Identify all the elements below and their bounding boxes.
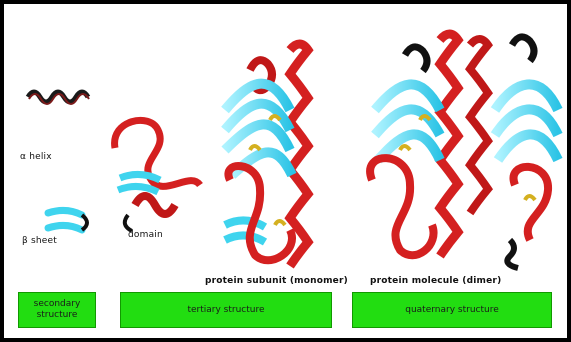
protein-subunit-label: protein subunit (monomer) [205,276,348,286]
beta-sheet-label: β sheet [22,236,57,246]
secondary-structure-line2: structure [34,310,81,321]
tertiary-structure-box: tertiary structure [120,292,332,328]
domain-illustration [115,120,200,231]
quaternary-structure-label: quaternary structure [405,305,499,316]
secondary-structure-line1: secondary [34,299,81,310]
domain-label: domain [128,230,163,240]
beta-sheet-illustration [48,210,87,230]
tertiary-structure-label: tertiary structure [187,305,264,316]
secondary-structure-box: secondary structure [18,292,96,328]
quaternary-structure-box: quaternary structure [352,292,552,328]
dimer-illustration [370,34,558,268]
protein-molecule-label: protein molecule (dimer) [370,276,501,286]
monomer-illustration [225,44,308,266]
alpha-helix-label: α helix [20,152,52,162]
alpha-helix-illustration [28,92,89,104]
